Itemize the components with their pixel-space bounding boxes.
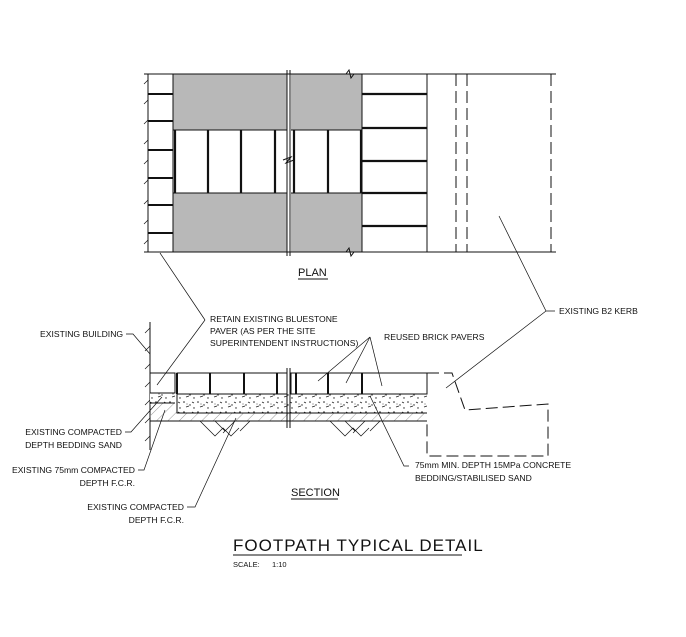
label-existing-kerb: EXISTING B2 KERB [559,306,638,316]
label-reused-brick-pavers: REUSED BRICK PAVERS [384,332,485,342]
label-concrete-1: 75mm MIN. DEPTH 15MPa CONCRETE [415,460,571,470]
plan-title: PLAN [298,267,327,279]
label-fcr-1: EXISTING COMPACTED [87,502,184,512]
title-block: FOOTPATH TYPICAL DETAIL SCALE: 1:10 [233,536,484,569]
section-title: SECTION [291,487,340,499]
label-bedding-sand-1: EXISTING COMPACTED [25,427,122,437]
scale-value: 1:10 [272,560,287,569]
label-bedding-sand-2: DEPTH BEDDING SAND [25,440,122,450]
section-view: SECTION [144,322,549,500]
annotations: EXISTING BUILDING RETAIN EXISTING BLUEST… [12,306,638,525]
leader-lines [125,215,555,508]
drawing-title: FOOTPATH TYPICAL DETAIL [233,536,484,555]
label-bluestone-1: RETAIN EXISTING BLUESTONE [210,314,338,324]
label-fcr-2: DEPTH F.C.R. [129,515,184,525]
label-bluestone-3: SUPERINTENDENT INSTRUCTIONS) [210,338,358,348]
label-bluestone-2: PAVER (AS PER THE SITE [210,326,316,336]
bluestone-plan [148,93,173,234]
wall-hatch [143,79,149,245]
plan-view: PLAN [143,68,556,280]
label-concrete-2: BEDDING/STABILISED SAND [415,473,532,483]
label-fcr75-1: EXISTING 75mm COMPACTED [12,465,135,475]
ground-hatch [199,420,381,437]
label-fcr75-2: DEPTH F.C.R. [80,478,135,488]
scale-label: SCALE: [233,560,260,569]
wall-hatch-section [144,327,151,442]
brick-pavers-plan [173,130,363,193]
label-existing-building: EXISTING BUILDING [40,329,123,339]
